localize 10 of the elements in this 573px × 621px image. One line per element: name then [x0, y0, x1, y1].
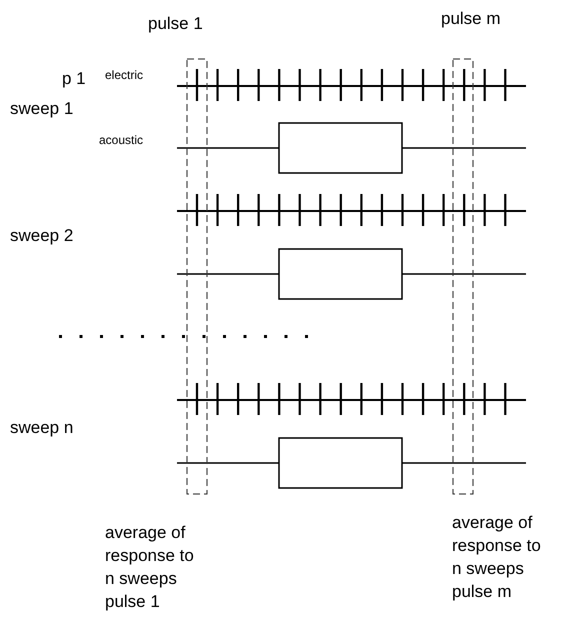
- sweep-label: sweep 2: [10, 225, 74, 247]
- sweep-label: sweep n: [10, 417, 74, 439]
- signal-label: electric: [105, 68, 144, 82]
- average-note: average of response to n sweeps pulse m: [452, 512, 542, 603]
- pulse-index-label: p 1: [62, 68, 86, 90]
- pulse-label: pulse 1: [148, 13, 203, 35]
- signal-label: acoustic: [99, 133, 144, 147]
- sweep-label: sweep 1: [10, 98, 74, 120]
- average-note: average of response to n sweeps pulse 1: [105, 522, 195, 613]
- pulse-label: pulse m: [441, 8, 501, 30]
